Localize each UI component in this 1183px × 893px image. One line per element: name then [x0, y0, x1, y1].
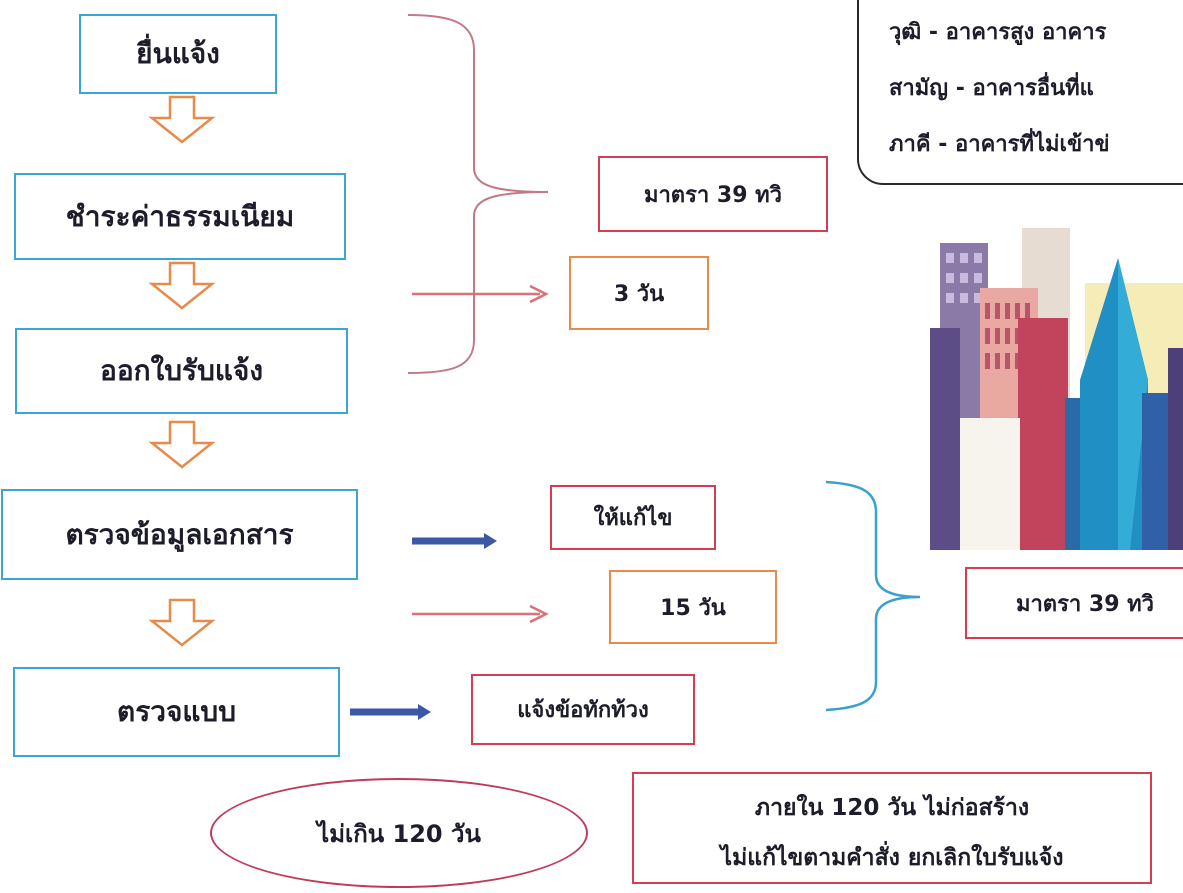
fifteen-days-box: 15 วัน [609, 570, 777, 644]
fix-box: ให้แก้ไข [550, 485, 716, 550]
down-arrow-1 [148, 95, 216, 144]
step-pay-fee: ชำระค่าธรรมเนียม [14, 173, 346, 260]
info-line-3: ภาคี - อาคารที่ไม่เข้าข่ [889, 132, 1110, 157]
info-line-2: สามัญ - อาคารอื่นที่แ [889, 76, 1094, 101]
down-arrow-2 [148, 261, 216, 310]
max-120-days-oval: ไม่เกิน 120 วัน [210, 778, 588, 888]
step-issue-receipt: ออกใบรับแจ้ง [15, 328, 348, 414]
note-line-2: ไม่แก้ไขตามคำสั่ง ยกเลิกใบรับแจ้ง [720, 845, 1064, 871]
step-submit-notice: ยื่นแจ้ง [79, 14, 277, 94]
down-arrow-3 [148, 420, 216, 469]
step-check-documents: ตรวจข้อมูลเอกสาร [1, 489, 358, 580]
note-line-1: ภายใน 120 วัน ไม่ก่อสร้าง [754, 795, 1030, 821]
objection-box: แจ้งข้อทักท้วง [471, 674, 695, 745]
blue-arrow-fix [412, 533, 497, 549]
blue-arrow-objection [350, 704, 431, 720]
building-class-info-box: วุฒิ - อาคารสูง อาคาร สามัญ - อาคารอื่นท… [857, 0, 1183, 185]
brace-top [407, 14, 549, 374]
three-days-box: 3 วัน [569, 256, 709, 330]
construction-deadline-note: ภายใน 120 วัน ไม่ก่อสร้าง ไม่แก้ไขตามคำส… [632, 772, 1152, 884]
step-check-plan: ตรวจแบบ [13, 667, 340, 757]
info-line-1: วุฒิ - อาคารสูง อาคาร [889, 20, 1107, 45]
down-arrow-4 [148, 598, 216, 647]
law-box-right: มาตรา 39 ทวิ [965, 567, 1183, 639]
city-buildings-illustration [930, 228, 1183, 550]
brace-right [825, 480, 921, 712]
law-box-top: มาตรา 39 ทวิ [598, 156, 828, 232]
